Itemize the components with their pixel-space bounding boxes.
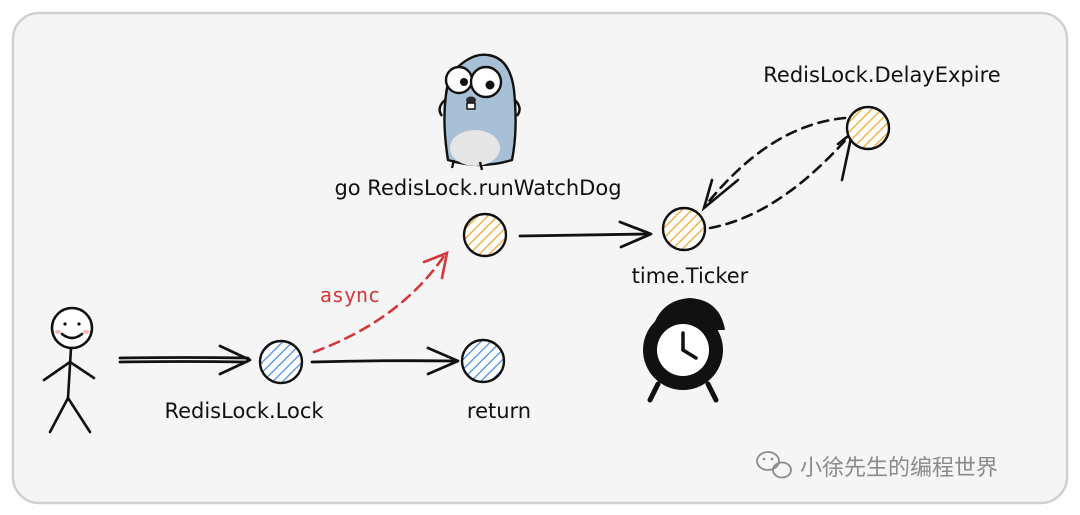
label-async: async <box>320 283 380 307</box>
arrow-ticker-to-delay <box>708 133 852 230</box>
arrow-async <box>312 250 449 354</box>
node-delay <box>845 105 891 151</box>
node-return <box>460 338 506 384</box>
watermark-text: 小徐先生的编程世界 <box>800 456 998 481</box>
node-lock <box>258 339 304 385</box>
node-watchdog <box>462 212 508 258</box>
arrow-head-to-ticker <box>701 178 740 212</box>
arrow-user-to-lock <box>118 344 252 376</box>
arrow-lock-to-return <box>310 346 460 376</box>
label-delay: RedisLock.DelayExpire <box>763 63 1000 87</box>
label-lock: RedisLock.Lock <box>164 399 324 423</box>
gopher-mascot-icon <box>438 53 521 171</box>
stick-figure-icon <box>42 306 96 434</box>
arrow-delay-to-ticker <box>704 116 847 207</box>
arrow-watchdog-to-ticker <box>518 220 653 249</box>
alarm-clock-icon <box>643 298 725 403</box>
label-watchdog: go RedisLock.runWatchDog <box>334 176 621 200</box>
wechat-icon <box>756 451 792 479</box>
label-return: return <box>467 399 531 423</box>
label-ticker: time.Ticker <box>632 264 749 288</box>
node-ticker <box>661 206 707 252</box>
